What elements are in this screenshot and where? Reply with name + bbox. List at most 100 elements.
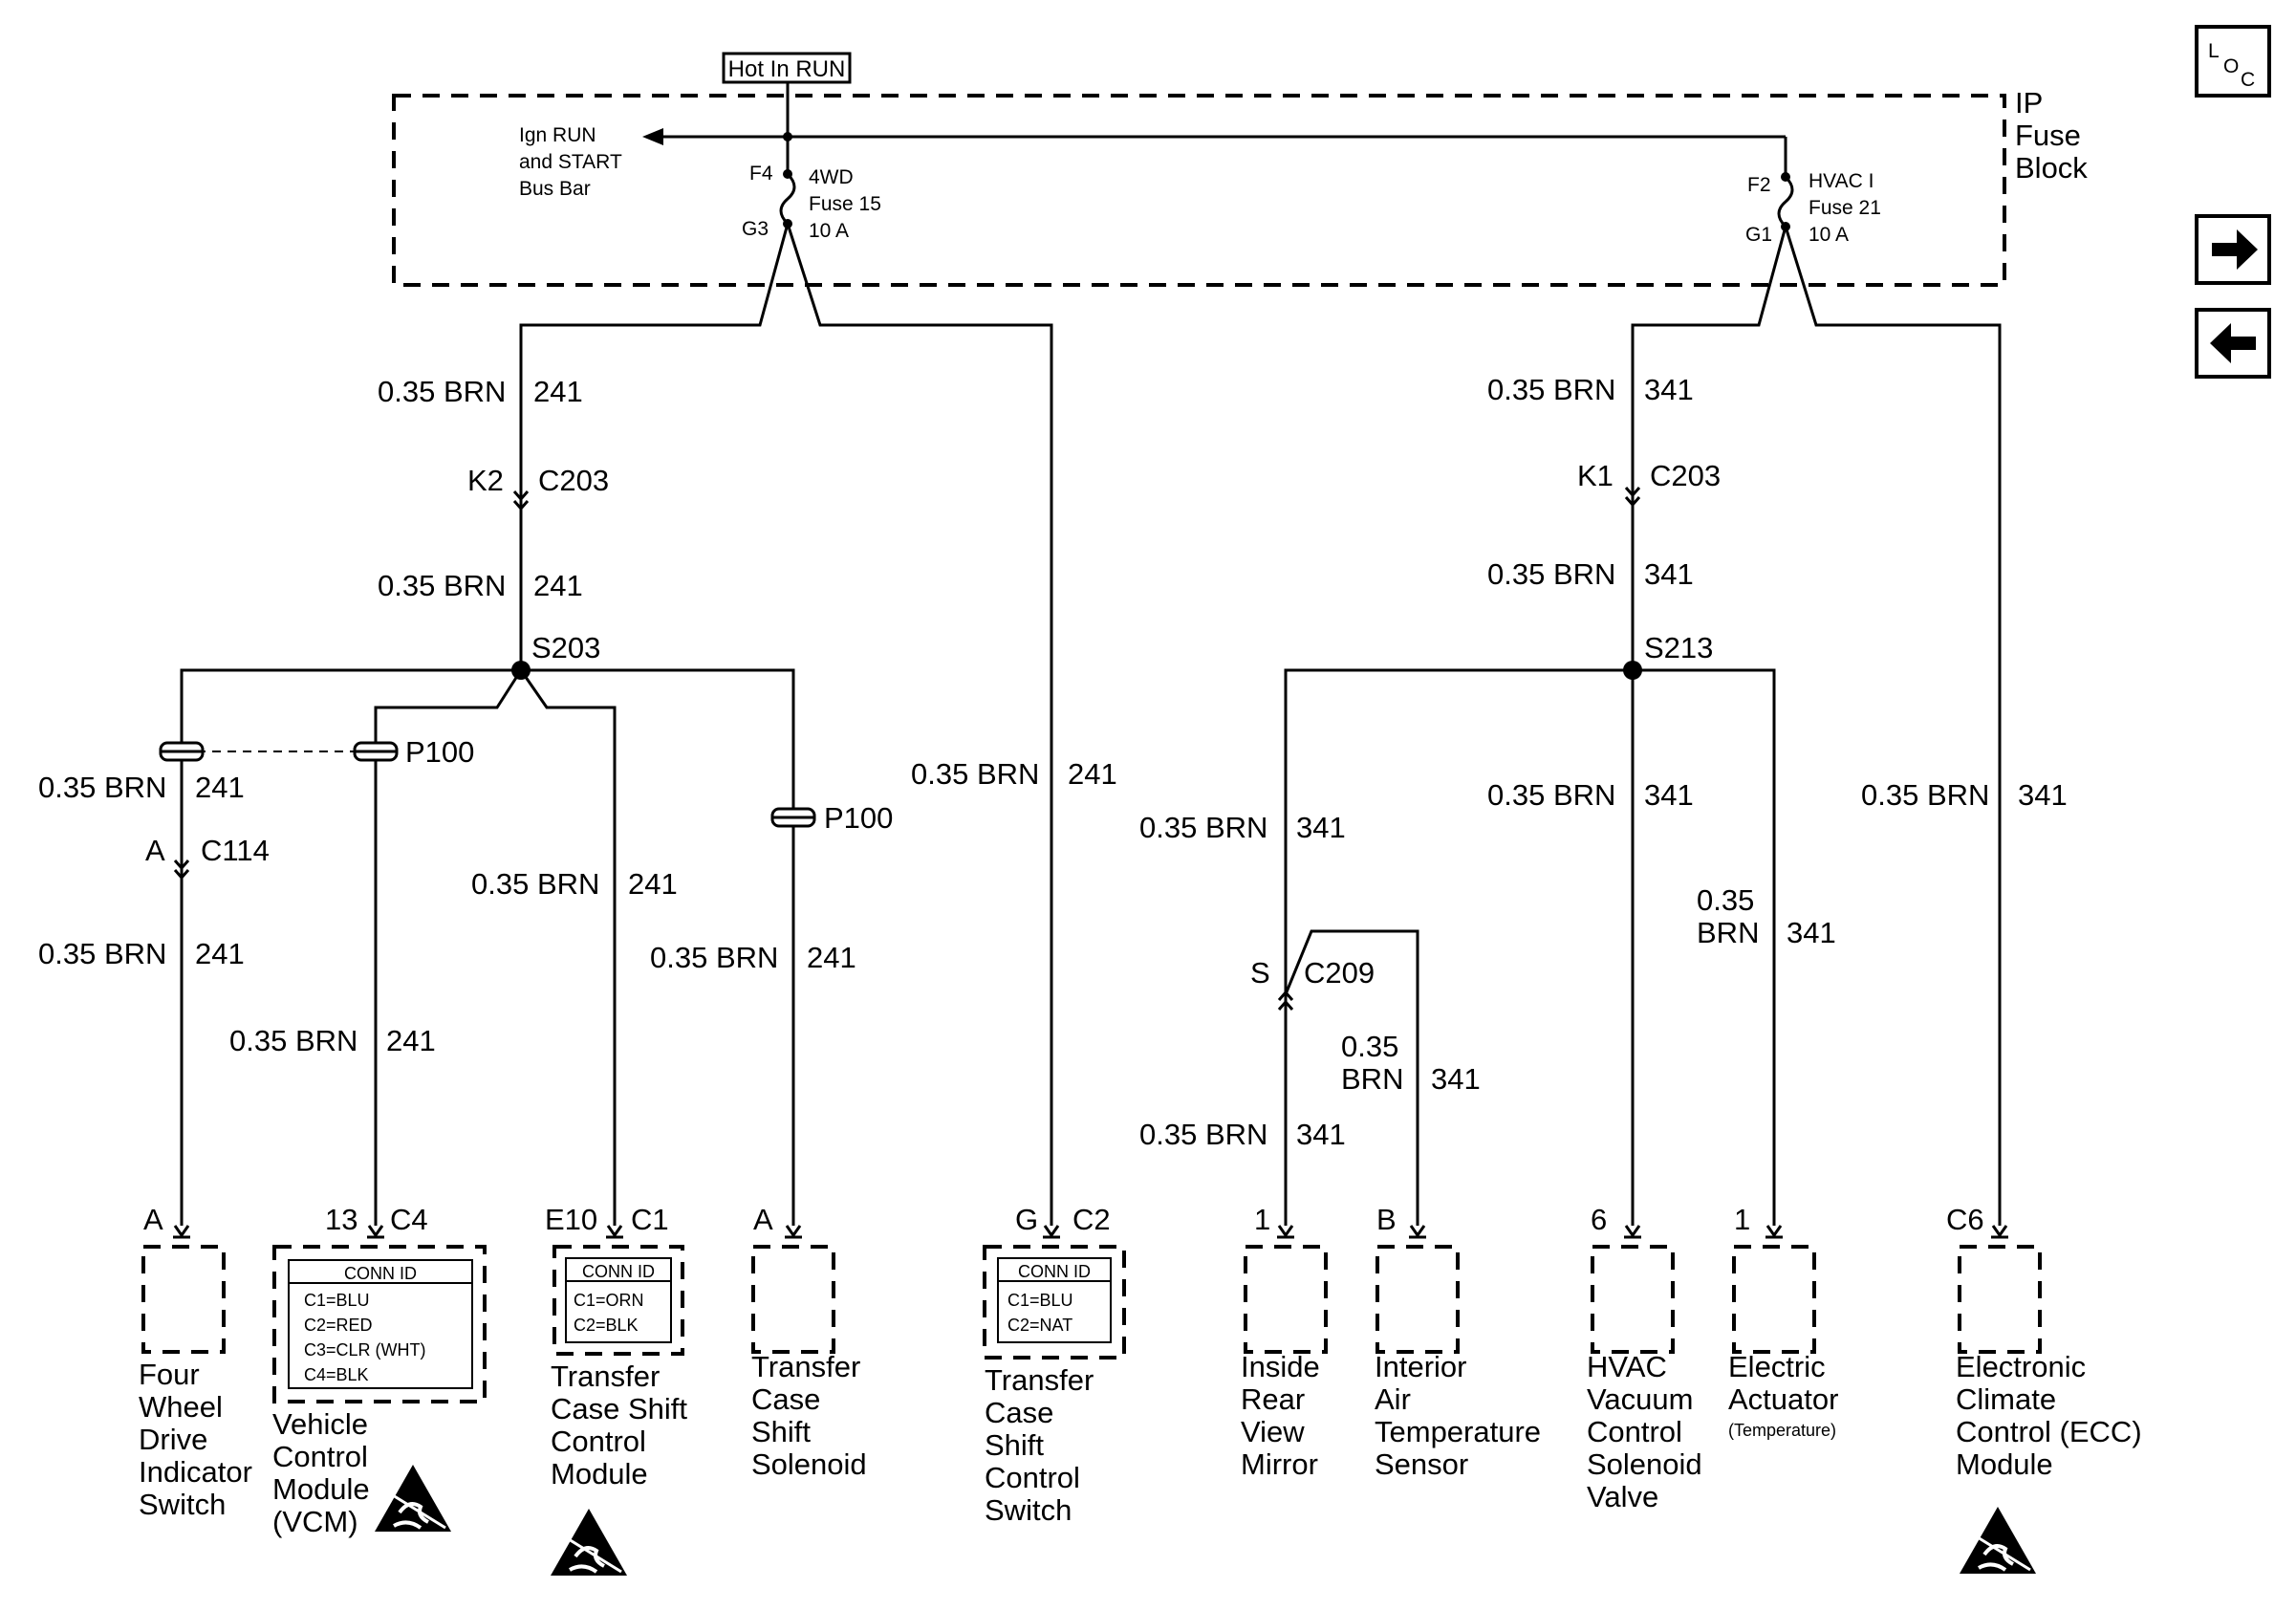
iat-label-1: Interior [1375, 1350, 1466, 1383]
pin-tcscm: E10 [545, 1203, 597, 1236]
wire-label-brn: 0.35 BRN [650, 941, 778, 974]
tcsw-conn-id-1: C1=BLU [1007, 1291, 1073, 1310]
four-wheel-label-4: Indicator [139, 1455, 252, 1489]
wire-label-241: 241 [195, 771, 245, 804]
wire-label-241: 241 [533, 569, 583, 602]
tcscm-label-2: Case Shift [551, 1392, 687, 1425]
wire-label-341: 341 [1296, 1118, 1346, 1151]
wire-label-341: 341 [1644, 557, 1694, 591]
splice-s213-label: S213 [1644, 631, 1713, 664]
four-wheel-label-5: Switch [139, 1488, 226, 1521]
arrow-left-icon[interactable] [2195, 308, 2271, 379]
conn-tcsw: C2 [1072, 1203, 1111, 1236]
location-icon[interactable]: L O C [2195, 25, 2271, 98]
vcm-label-2: Control [272, 1440, 368, 1473]
mirror-label-4: Mirror [1241, 1447, 1318, 1481]
tcss-label-4: Solenoid [751, 1447, 867, 1481]
wire-label-brn: 0.35 BRN [378, 569, 506, 602]
wire-241-bus [180, 668, 795, 1226]
tcsw-label-3: Shift [985, 1428, 1044, 1462]
iat-label-2: Air [1375, 1382, 1411, 1416]
fuse-hvac-name: HVAC I [1809, 170, 1874, 192]
pin-iat: B [1376, 1203, 1397, 1236]
wire-label-gauge: 0.35 [1341, 1030, 1398, 1063]
wire-label-brn: 0.35 BRN [471, 867, 599, 901]
wire-label-brn: 0.35 BRN [1487, 557, 1615, 591]
ip-fuse-block-label-1: IP [2015, 86, 2043, 120]
wire-label-241: 241 [195, 937, 245, 970]
connector-c209: C209 [1304, 956, 1375, 990]
bus-bar-arrow [642, 128, 663, 145]
component-tcscm: CONN ID C1=ORN C2=BLK [552, 1245, 684, 1356]
ecc-label-4: Module [1956, 1447, 2053, 1481]
arrow-right-icon[interactable] [2195, 214, 2271, 285]
ip-fuse-block-label-3: Block [2015, 151, 2088, 185]
hvac-valve-label-5: Valve [1587, 1480, 1658, 1513]
tcscm-label-1: Transfer [551, 1360, 660, 1393]
wire-label-brn: 0.35 BRN [229, 1024, 357, 1057]
component-tcsw: CONN ID C1=BLU C2=NAT [983, 1245, 1126, 1360]
conn-tcscm: C1 [631, 1203, 669, 1236]
terminal-vcm [365, 1224, 386, 1239]
tcsw-conn-id-2: C2=NAT [1007, 1316, 1072, 1335]
fuse-4wd-bottom-cavity: G3 [742, 218, 769, 240]
tcsw-label-1: Transfer [985, 1363, 1094, 1397]
actuator-label-1: Electric [1728, 1350, 1826, 1383]
tcscm-conn-id-title: CONN ID [582, 1262, 655, 1281]
hvac-valve-label-1: HVAC [1587, 1350, 1667, 1383]
pin-hvac-valve: 6 [1591, 1203, 1607, 1236]
terminal-tcscm [604, 1224, 625, 1239]
wire-label-241: 241 [386, 1024, 436, 1057]
component-ecc-module [1958, 1245, 2042, 1354]
terminal-tcsw [1041, 1224, 1062, 1239]
hvac-valve-label-3: Control [1587, 1415, 1682, 1448]
terminal-ecc [1989, 1224, 2010, 1239]
wire-label-341: 341 [2018, 778, 2068, 812]
pin-tcsw: G [1015, 1203, 1038, 1236]
pin-four-wheel: A [143, 1203, 163, 1236]
hvac-valve-label-2: Vacuum [1587, 1382, 1693, 1416]
actuator-label-2: Actuator [1728, 1382, 1838, 1416]
wire-label-brn: 0.35 BRN [38, 771, 166, 804]
terminal-four-wheel [171, 1224, 192, 1239]
fuse-hvac-rating: 10 A [1809, 224, 1849, 246]
wire-label-241: 241 [807, 941, 856, 974]
ecc-label-2: Climate [1956, 1382, 2056, 1416]
connector-c203-left: C203 [538, 464, 609, 497]
wire-241-main [519, 223, 790, 669]
pin-vcm: 13 [325, 1203, 357, 1236]
loc-letter-l: L [2208, 40, 2220, 62]
wire-241-switch [786, 223, 1053, 1226]
vcm-label-1: Vehicle [272, 1407, 368, 1441]
conn-vcm: C4 [390, 1203, 428, 1236]
four-wheel-label-1: Four [139, 1358, 200, 1391]
wire-label-241: 241 [1068, 757, 1117, 791]
iat-label-4: Sensor [1375, 1447, 1468, 1481]
fuse-hvac-top-cavity: F2 [1747, 174, 1771, 196]
fuse-hvac-bottom-cavity: G1 [1745, 224, 1772, 246]
fuse-hvac: F2 G1 HVAC I Fuse 21 10 A [1745, 170, 1881, 246]
ip-fuse-block-label-2: Fuse [2015, 119, 2081, 152]
p100-vcm-terminal [353, 741, 399, 762]
connector-k2: K2 [467, 464, 504, 497]
wire-label-241: 241 [533, 375, 583, 408]
tcscm-conn-id-1: C1=ORN [574, 1291, 644, 1310]
wire-341-main [1631, 226, 1787, 669]
fuse-4wd-name: 4WD [809, 166, 854, 188]
ip-fuse-block-outline [392, 94, 2006, 287]
wire-label-brn: 0.35 BRN [911, 757, 1039, 791]
tcsw-label-2: Case [985, 1396, 1053, 1429]
wire-label-color: BRN [1341, 1062, 1403, 1096]
bus-bar-label-2: and START [519, 151, 622, 173]
terminal-hvac-valve [1622, 1224, 1643, 1239]
mirror-label-3: View [1241, 1415, 1305, 1448]
tcscm-label-3: Control [551, 1425, 646, 1458]
wire-341-ecc [1784, 226, 2002, 1226]
tcsw-label-5: Switch [985, 1493, 1072, 1527]
wire-label-gauge: 0.35 [1697, 883, 1754, 917]
ecc-label-1: Electronic [1956, 1350, 2086, 1383]
connector-c209-pin: S [1250, 956, 1270, 990]
p100-solenoid-terminal [770, 807, 816, 828]
connector-p100: P100 [405, 735, 474, 769]
